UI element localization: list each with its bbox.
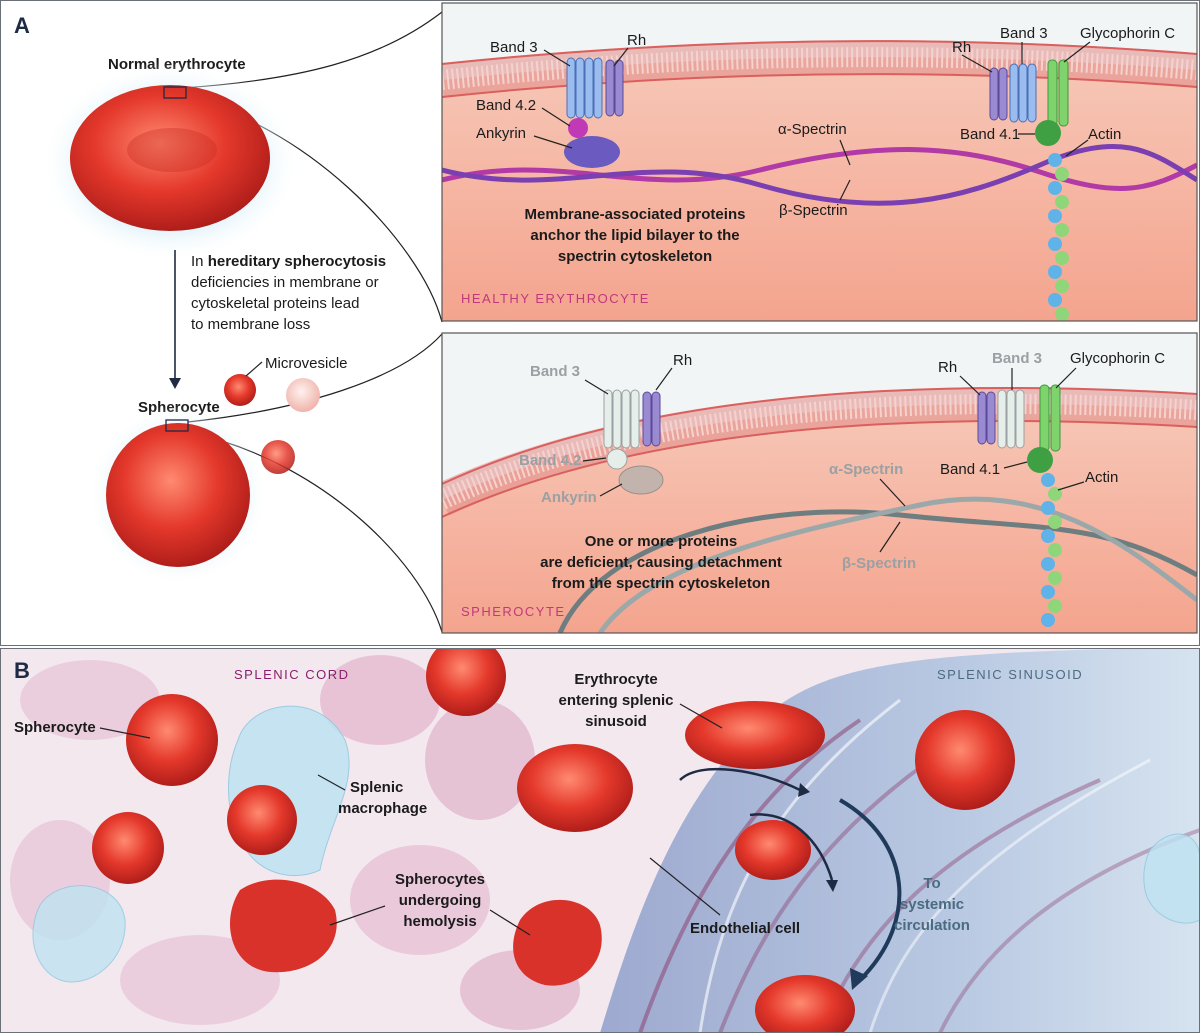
hs-explanation-line4: to membrane loss: [191, 316, 310, 333]
spherocyte-membrane-inset: [442, 333, 1197, 633]
h-band41-label: Band 4.1: [960, 126, 1020, 143]
h-ankyrin-label: Ankyrin: [476, 125, 526, 142]
microvesicle-leader: [245, 361, 263, 377]
zoom-line-sphero-top: [187, 333, 443, 423]
hemolysis-label-line1: Spherocytes: [395, 871, 485, 888]
h-glycophorin-label: Glycophorin C: [1080, 25, 1175, 42]
s-band42-leader: [582, 457, 607, 462]
s-band42-label: Band 4.2: [519, 452, 582, 469]
s-alpha-spectrin-label: α-Spectrin: [829, 461, 903, 478]
erythrocyte-dimple: [127, 128, 217, 172]
systemic-label-line3: circulation: [894, 917, 970, 934]
h-band3-right-label: Band 3: [1000, 25, 1048, 42]
endothelial-cell-label: Endothelial cell: [690, 920, 800, 937]
s-beta-spectrin-label: β-Spectrin: [842, 555, 916, 572]
s-band3-left-label: Band 3: [530, 363, 580, 380]
h-ankyrin-leader: [533, 135, 573, 149]
s-actin-leader: [1057, 481, 1085, 491]
hs-explanation-line3: cytoskeletal proteins lead: [191, 295, 359, 312]
transition-arrow-head: [169, 378, 181, 389]
s-caption-line1: One or more proteins: [585, 533, 738, 550]
s-band3-left-leader: [584, 379, 609, 395]
s-beta-spectrin-leader: [879, 521, 901, 553]
healthy-erythrocyte-tag: HEALTHY ERYTHROCYTE: [461, 291, 650, 306]
hemolysis-label-line2: undergoing: [399, 892, 482, 909]
s-band41-leader: [1003, 461, 1028, 469]
panel-a-letter: A: [14, 13, 30, 38]
panel-b-spherocyte-leader: [99, 727, 151, 739]
systemic-label-line2: systemic: [900, 896, 964, 913]
zoom-box-normal: [163, 86, 187, 99]
spherocyte-tag: SPHEROCYTE: [461, 604, 566, 619]
entering-label-line3: sinusoid: [585, 713, 647, 730]
macrophage-label-line2: macrophage: [338, 800, 427, 817]
h-rh-left-label: Rh: [627, 32, 646, 49]
s-glycophorin-label: Glycophorin C: [1070, 350, 1165, 367]
panel-b-letter: B: [14, 658, 30, 683]
healthy-inset-frame: [441, 2, 1198, 322]
entering-label-line1: Erythrocyte: [574, 671, 657, 688]
h-caption-line1: Membrane-associated proteins: [525, 206, 746, 223]
s-rh-left-leader: [655, 367, 673, 391]
s-caption-line3: from the spectrin cytoskeleton: [552, 575, 770, 592]
h-beta-spectrin-leader: [839, 179, 851, 201]
h-actin-label: Actin: [1088, 126, 1121, 143]
h-band42-label: Band 4.2: [476, 97, 536, 114]
h-beta-spectrin-label: β-Spectrin: [779, 202, 848, 219]
h-rh-left-leader: [613, 47, 629, 67]
h-actin-leader: [1065, 139, 1089, 157]
s-band3-right-label: Band 3: [992, 350, 1042, 367]
h-alpha-spectrin-label: α-Spectrin: [778, 121, 847, 138]
hemolysis-leader-right: [489, 909, 531, 936]
splenic-cord-label: SPLENIC CORD: [234, 667, 350, 682]
normal-erythrocyte: [70, 85, 270, 231]
hemolysis-label-line3: hemolysis: [403, 913, 476, 930]
healthy-membrane-inset: [442, 3, 1197, 321]
h-band42-leader: [541, 107, 571, 127]
microvesicle-small: [261, 440, 295, 474]
h-rh-right-leader: [961, 54, 993, 73]
s-ankyrin-leader: [599, 483, 623, 497]
s-band41-label: Band 4.1: [940, 461, 1000, 478]
h-rh-right-label: Rh: [952, 39, 971, 56]
spherocyte-inset-frame: [441, 332, 1198, 634]
hemolysis-leader-left: [329, 905, 386, 926]
s-rh-left-label: Rh: [673, 352, 692, 369]
h-caption-line2: anchor the lipid bilayer to the: [530, 227, 739, 244]
endothelial-cell-leader: [649, 857, 721, 916]
panel-b-spherocyte-label: Spherocyte: [14, 719, 96, 736]
zoom-box-spherocyte: [165, 419, 189, 432]
s-glycophorin-leader: [1055, 367, 1077, 389]
s-rh-right-leader: [959, 375, 981, 396]
microvesicle-label: Microvesicle: [265, 355, 348, 372]
entering-label-line2: entering splenic: [558, 692, 673, 709]
microvesicle-red: [224, 374, 256, 406]
h-glycophorin-leader: [1063, 41, 1091, 63]
macrophage-label-line1: Splenic: [350, 779, 403, 796]
microvesicle-pale: [286, 378, 320, 412]
s-alpha-spectrin-leader: [879, 478, 906, 507]
h-band3-left-leader: [543, 49, 571, 67]
h-alpha-spectrin-leader: [839, 139, 851, 166]
hs-explanation-line1: In hereditary spherocytosis: [191, 253, 386, 270]
hs-explanation-line2: deficiencies in membrane or: [191, 274, 379, 291]
h-band3-left-label: Band 3: [490, 39, 538, 56]
s-rh-right-label: Rh: [938, 359, 957, 376]
splenic-sinusoid-label: SPLENIC SINUSOID: [937, 667, 1083, 682]
h-caption-line3: spectrin cytoskeleton: [558, 248, 712, 265]
systemic-label-line1: To: [923, 875, 940, 892]
s-caption-line2: are deficient, causing detachment: [540, 554, 782, 571]
s-actin-label: Actin: [1085, 469, 1118, 486]
entering-leader: [679, 703, 723, 729]
s-ankyrin-label: Ankyrin: [541, 489, 597, 506]
spherocyte-cell: [106, 423, 250, 567]
macrophage-leader: [317, 774, 346, 791]
panel-b-illustration: [0, 648, 1200, 1033]
